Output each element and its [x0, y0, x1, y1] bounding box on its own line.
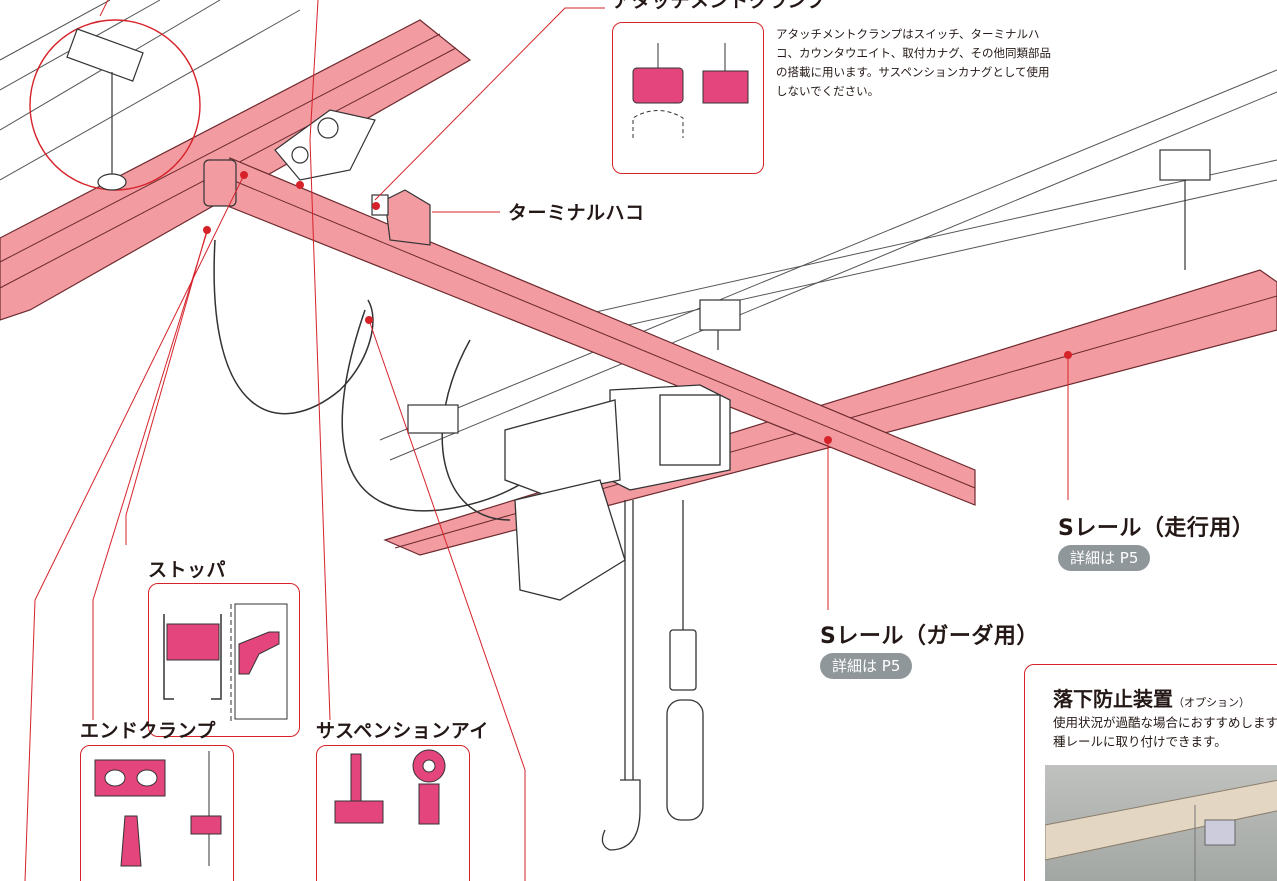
s-rail-girder-detail-badge[interactable]: 詳細は P5	[820, 653, 913, 679]
electric-hoist	[504, 384, 731, 851]
attachment-clamp-description: アタッチメントクランプはスイッチ、ターミナルハコ、カウンタウエイト、取付カナグ、…	[776, 27, 1051, 98]
trolley	[274, 109, 376, 181]
suspension-eye-inset	[316, 745, 470, 881]
end-clamp-drawing	[94, 751, 222, 867]
suspension-eye-label: サスペンションアイ	[316, 720, 489, 742]
fall-prevention-photo	[1044, 765, 1277, 881]
stopper-label: ストッパ	[148, 559, 227, 581]
attachment-clamp-label: アタッチメントクランプ	[612, 0, 826, 12]
suspension-hanger	[66, 28, 144, 191]
s-rail-travel-detail-badge[interactable]: 詳細は P5	[1058, 545, 1151, 571]
attachment-clamp-inset	[612, 22, 764, 174]
attachment-clamp-drawing	[632, 43, 749, 138]
fall-prevention-title: 落下防止装置（オプション）	[1053, 683, 1250, 712]
suspension-eye-drawing	[334, 749, 446, 825]
fall-prevention-option-note: （オプション）	[1173, 696, 1250, 709]
stopper-drawing	[163, 603, 288, 724]
stopper-inset	[148, 583, 300, 737]
end-clamp-inset	[80, 745, 234, 881]
s-rail-travel-label: Sレール（走行用）	[1058, 516, 1255, 541]
end-clamp-label: エンドクランプ	[80, 720, 216, 742]
terminal-box	[371, 189, 431, 246]
leader-lines	[24, 0, 1069, 881]
right-hangers	[407, 149, 1211, 434]
fall-prevention-title-text: 落下防止装置	[1053, 687, 1173, 711]
fall-prevention-photo-art	[1044, 779, 1277, 881]
s-rail-girder-label: Sレール（ガーダ用）	[820, 624, 1039, 649]
fall-prevention-description: 使用状況が過酷な場合におすすめします。各種レールに取り付けできます。	[1053, 715, 1277, 749]
fall-prevention-panel: 落下防止装置（オプション） 使用状況が過酷な場合におすすめします。各種レールに取…	[1024, 664, 1277, 881]
terminal-box-label: ターミナルハコ	[508, 202, 645, 224]
